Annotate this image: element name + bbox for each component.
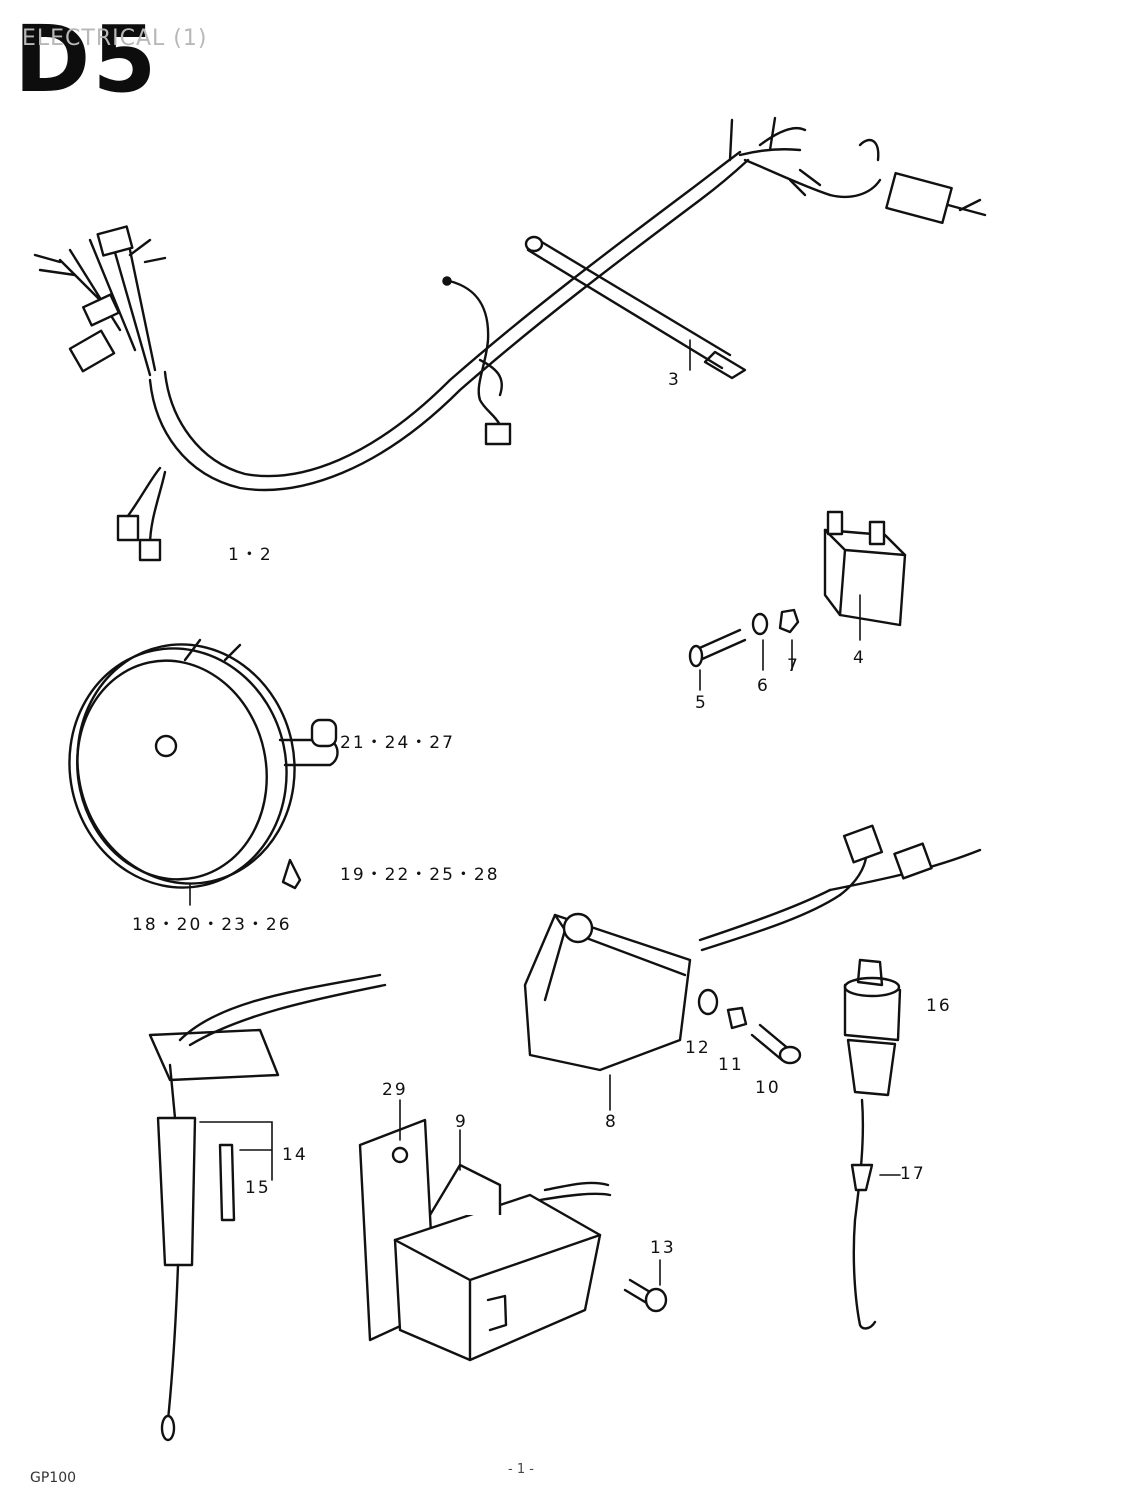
tube-drawing xyxy=(524,235,747,380)
horn-drawing xyxy=(68,638,339,906)
page-number: - 1 - xyxy=(508,1462,534,1477)
callout-lock-washer: 12 xyxy=(685,1038,711,1058)
screw-drawing xyxy=(623,1259,668,1313)
wiring-harness-drawing xyxy=(33,116,987,562)
callout-nut: 7 xyxy=(787,656,800,676)
callout-bracket: 29 xyxy=(382,1080,408,1100)
callout-relay: 4 xyxy=(853,648,866,668)
callout-screw: 13 xyxy=(650,1238,676,1258)
callout-tube: 3 xyxy=(668,370,681,390)
ignition-coil-drawing xyxy=(358,1099,612,1362)
fuse-holder-drawing xyxy=(148,973,387,1442)
callout-horn: 18・20・23・26 xyxy=(132,915,292,935)
callout-cdi-unit: 8 xyxy=(605,1112,618,1132)
small-fasteners-drawing xyxy=(688,608,800,691)
callout-horn-cushion: 21・24・27 xyxy=(340,733,455,753)
callout-washer-small: 6 xyxy=(757,676,770,696)
page-code: D5 xyxy=(14,6,159,113)
callout-bolt-large: 10 xyxy=(755,1078,781,1098)
cdi-unit-drawing xyxy=(523,824,982,1111)
callout-fuse-holder: 14 xyxy=(282,1145,308,1165)
callout-neutral-switch: 16 xyxy=(926,996,952,1016)
callout-washer-large: 11 xyxy=(718,1055,744,1075)
callout-fuse: 15 xyxy=(245,1178,271,1198)
callout-ignition-coil: 9 xyxy=(455,1112,468,1132)
relay-drawing xyxy=(823,510,907,641)
neutral-switch-drawing xyxy=(843,958,902,1330)
callout-harness: 1・2 xyxy=(228,545,273,565)
page-heading: ELECTRICAL (1) xyxy=(22,26,208,51)
model-code: GP100 xyxy=(30,1470,77,1486)
callout-horn-bolt: 19・22・25・28 xyxy=(340,865,500,885)
callout-lead-wire: 17 xyxy=(900,1164,926,1184)
callout-bolt-small: 5 xyxy=(695,693,708,713)
cdi-fasteners-drawing xyxy=(697,988,802,1065)
